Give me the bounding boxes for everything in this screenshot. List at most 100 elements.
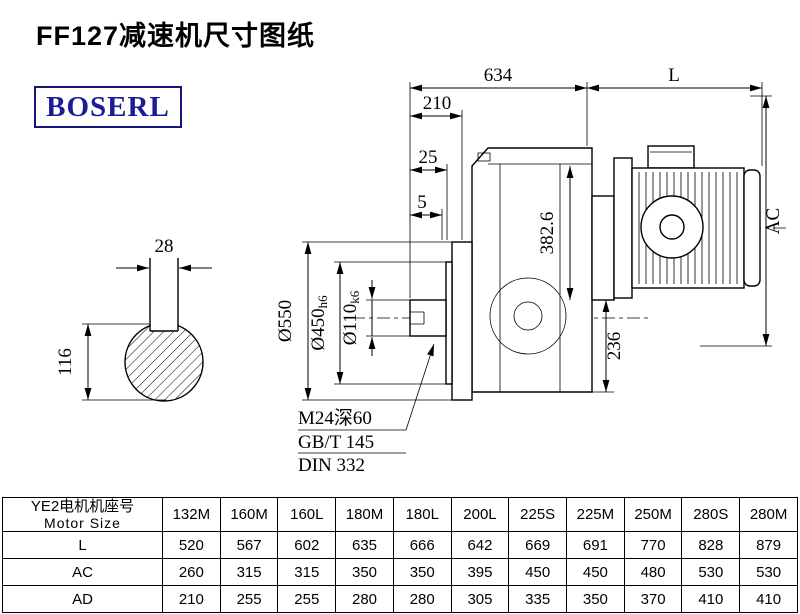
dim-110-suffix: k6 <box>347 290 362 304</box>
dim-5-label: 5 <box>417 192 427 213</box>
table-cell: 480 <box>623 558 683 587</box>
motor-adapter <box>591 195 615 301</box>
table-header-en: Motor Size <box>44 515 121 532</box>
motor-flange <box>613 157 633 299</box>
dim-110-label: Ø110k6 <box>340 290 362 345</box>
gear-circle-outer <box>489 277 567 355</box>
dim-210-label: 210 <box>423 93 452 114</box>
dim-L-label: L <box>668 65 680 86</box>
table-cell: 642 <box>450 531 510 560</box>
housing-detail-lines <box>488 163 592 392</box>
dim-382-label: 382.6 <box>537 212 558 255</box>
table-cell: 315 <box>219 558 279 587</box>
table-cell: 669 <box>508 531 568 560</box>
dim-116-label: 116 <box>55 348 76 376</box>
keyway-lines <box>149 258 179 332</box>
dim-110-extension-lines <box>366 299 410 337</box>
dim-450-extension-lines <box>334 261 446 385</box>
dim-550-label: Ø550 <box>275 300 296 342</box>
technical-drawing: 28 116 <box>55 65 786 476</box>
motor-end-circle-inner <box>659 214 685 240</box>
column-header-225m: 225M <box>566 496 625 533</box>
reducer-side-view <box>352 145 786 401</box>
thread-notes: M24深60 GB/T 145 DIN 332 <box>298 343 435 476</box>
output-shaft <box>409 299 447 337</box>
motor-end-circle-outer <box>640 195 704 259</box>
table-cell: 530 <box>739 558 798 587</box>
table-cell: 315 <box>277 558 337 587</box>
table-cell: 567 <box>219 531 279 560</box>
table-cell: 520 <box>162 531 221 560</box>
housing-lug <box>477 152 491 162</box>
table-header-label-cell: YE2电机机座号 Motor Size <box>2 496 163 533</box>
column-header-180m: 180M <box>335 496 394 533</box>
row-label-l: L <box>2 531 163 560</box>
note-std2-label: DIN 332 <box>298 455 365 476</box>
dim-450-main: Ø450 <box>308 308 329 350</box>
table-cell: 450 <box>508 558 568 587</box>
dim-25-label: 25 <box>419 147 438 168</box>
keyway-cutout <box>150 321 178 332</box>
page-title: FF127减速机尺寸图纸 <box>36 21 316 51</box>
top-extension-lines <box>409 82 763 298</box>
table-cell: 602 <box>277 531 337 560</box>
terminal-box <box>647 145 695 169</box>
dim-116-extension-lines <box>82 323 166 401</box>
brand-logo-text: BOSERL <box>46 90 170 123</box>
table-cell: 335 <box>508 585 568 614</box>
dim-110-main: Ø110 <box>340 304 361 346</box>
table-cell: 280 <box>335 585 394 614</box>
row-label-ac: AC <box>2 558 163 587</box>
gearbox-housing <box>471 147 593 393</box>
table-cell: 255 <box>277 585 337 614</box>
note-underlines <box>298 429 406 454</box>
dim-key-width-label: 28 <box>155 236 174 257</box>
table-cell: 350 <box>335 558 394 587</box>
flange-spigot <box>445 261 453 385</box>
shaft-section-circle <box>124 322 204 402</box>
tapped-hole-lines <box>410 311 425 325</box>
dim-550-extension-lines <box>302 241 452 401</box>
table-cell: 666 <box>392 531 452 560</box>
column-header-160m: 160M <box>219 496 279 533</box>
column-header-200l: 200L <box>450 496 510 533</box>
table-cell: 305 <box>450 585 510 614</box>
table-cell: 879 <box>739 531 798 560</box>
table-cell: 350 <box>392 558 452 587</box>
table-cell: 410 <box>739 585 798 614</box>
column-header-225s: 225S <box>508 496 568 533</box>
row-label-ad: AD <box>2 585 163 614</box>
column-header-250m: 250M <box>623 496 683 533</box>
table-cell: 210 <box>162 585 221 614</box>
column-header-280m: 280M <box>739 496 798 533</box>
table-cell: 410 <box>681 585 741 614</box>
dim-AC-label: AC <box>763 208 784 234</box>
column-header-160l: 160L <box>277 496 337 533</box>
note-leader-line <box>405 343 435 431</box>
table-cell: 530 <box>681 558 741 587</box>
table-cell: 350 <box>566 585 625 614</box>
fan-cowl <box>743 169 761 287</box>
dimensions: 634 L 210 25 5 AC Ø550 Ø450h6 <box>275 65 784 401</box>
table-cell: 770 <box>623 531 683 560</box>
brand-logo: BOSERL <box>34 86 182 128</box>
column-header-280s: 280S <box>681 496 741 533</box>
dim-450-label: Ø450h6 <box>308 295 330 351</box>
note-std1-label: GB/T 145 <box>298 432 374 453</box>
column-header-180l: 180L <box>392 496 452 533</box>
table-cell: 260 <box>162 558 221 587</box>
table-cell: 370 <box>623 585 683 614</box>
shaft-end-view: 28 116 <box>55 236 212 402</box>
table-cell: 450 <box>566 558 625 587</box>
table-header-cn: YE2电机机座号 <box>30 498 135 515</box>
table-cell: 635 <box>335 531 394 560</box>
column-header-132m: 132M <box>162 496 221 533</box>
output-flange <box>451 241 473 401</box>
dim-450-suffix: h6 <box>315 295 330 309</box>
